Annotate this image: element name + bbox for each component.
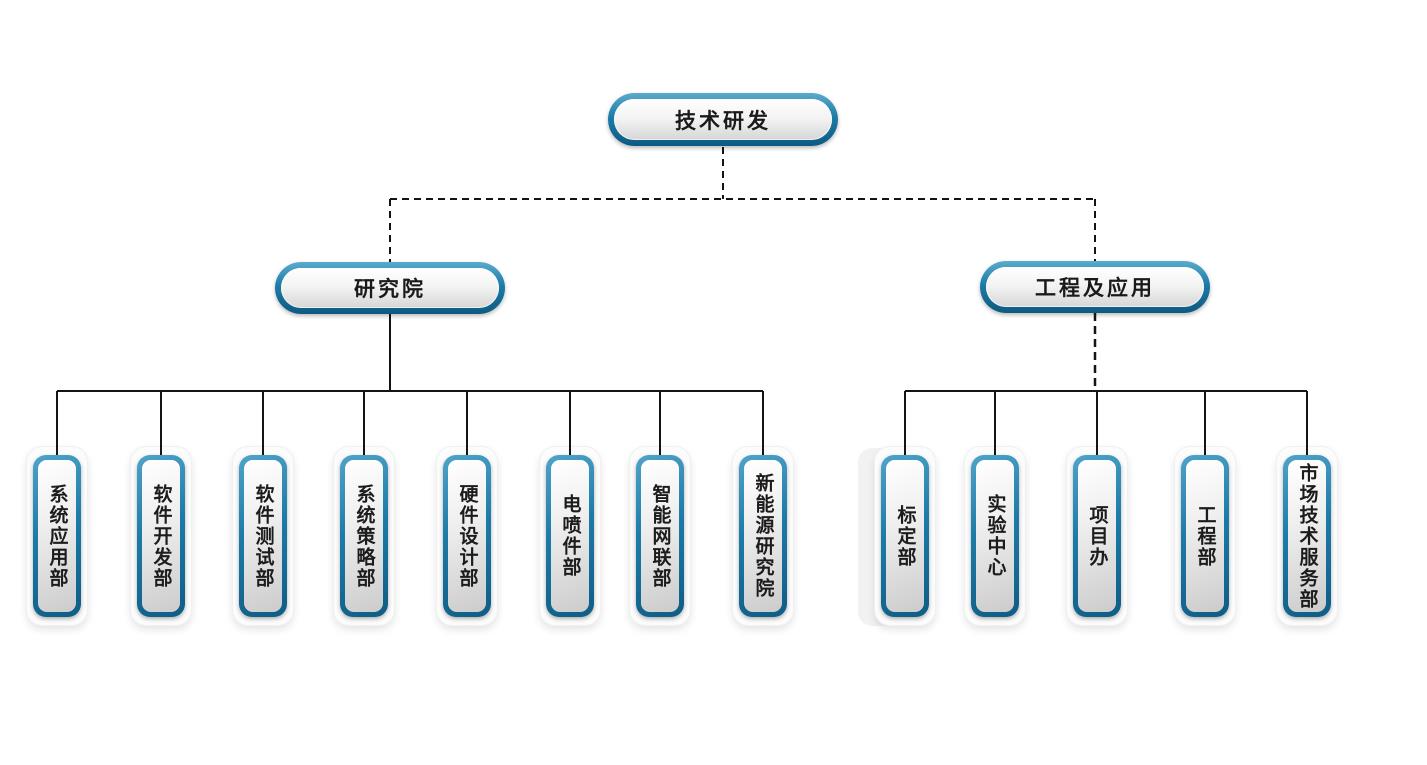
node-label: 智能网联部 [649, 483, 672, 589]
node-label: 系统策略部 [353, 483, 376, 589]
org-node-experiment-center: 实验中心 [964, 446, 1026, 626]
org-node-software-testing-dept: 软件测试部 [232, 446, 294, 626]
org-node-hardware-design-dept: 硬件设计部 [436, 446, 498, 626]
org-node-intelligent-connected-dept: 智能网联部 [629, 446, 691, 626]
node-label: 软件测试部 [252, 483, 275, 589]
node-label: 市场技术服务部 [1296, 462, 1319, 610]
node-label: 研究院 [281, 268, 499, 308]
org-node-calibration-dept: 标定部 [874, 446, 936, 626]
node-label: 技术研发 [614, 99, 832, 140]
org-node-research-institute: 研究院 [275, 262, 505, 314]
node-label: 电喷件部 [559, 494, 582, 578]
org-node-market-tech-service-dept: 市场技术服务部 [1276, 446, 1338, 626]
org-node-tech-rnd: 技术研发 [608, 93, 838, 146]
node-label: 系统应用部 [46, 483, 69, 589]
org-node-system-application-dept: 系统应用部 [26, 446, 88, 626]
org-node-new-energy-research-institute: 新能源研究院 [732, 446, 794, 626]
node-label: 工程及应用 [986, 267, 1204, 307]
org-node-system-strategy-dept: 系统策略部 [333, 446, 395, 626]
node-label: 实验中心 [984, 494, 1007, 578]
node-label: 硬件设计部 [456, 483, 479, 589]
org-node-engineering-dept: 工程部 [1174, 446, 1236, 626]
node-label: 新能源研究院 [752, 473, 775, 599]
node-label: 标定部 [894, 504, 917, 568]
org-node-efi-components-dept: 电喷件部 [539, 446, 601, 626]
org-node-engineering-application: 工程及应用 [980, 261, 1210, 313]
org-node-project-office: 项目办 [1066, 446, 1128, 626]
node-label: 软件开发部 [150, 483, 173, 589]
org-node-software-development-dept: 软件开发部 [130, 446, 192, 626]
node-label: 项目办 [1086, 504, 1109, 568]
node-label: 工程部 [1194, 504, 1217, 568]
